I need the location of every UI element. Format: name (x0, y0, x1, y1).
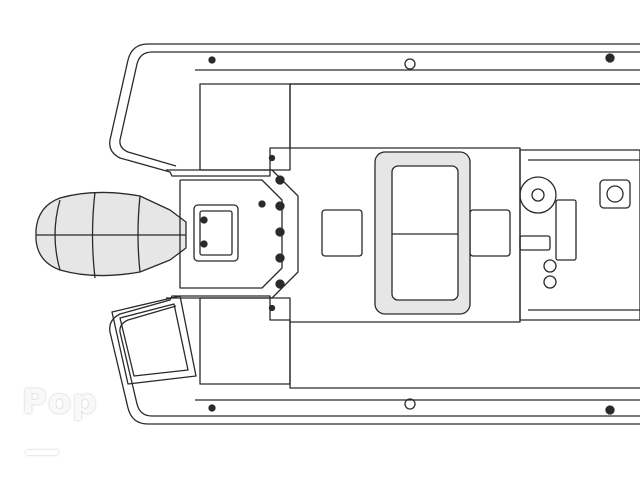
watermark-underline (26, 450, 58, 455)
watermark-text: Pop (22, 382, 98, 422)
deck-hardware (200, 53, 615, 415)
outboard-engine (35, 191, 187, 279)
hull-outline (109, 43, 640, 425)
leaning-post-seat (374, 151, 471, 315)
center-console (519, 149, 640, 321)
aft-hatches (111, 83, 291, 385)
